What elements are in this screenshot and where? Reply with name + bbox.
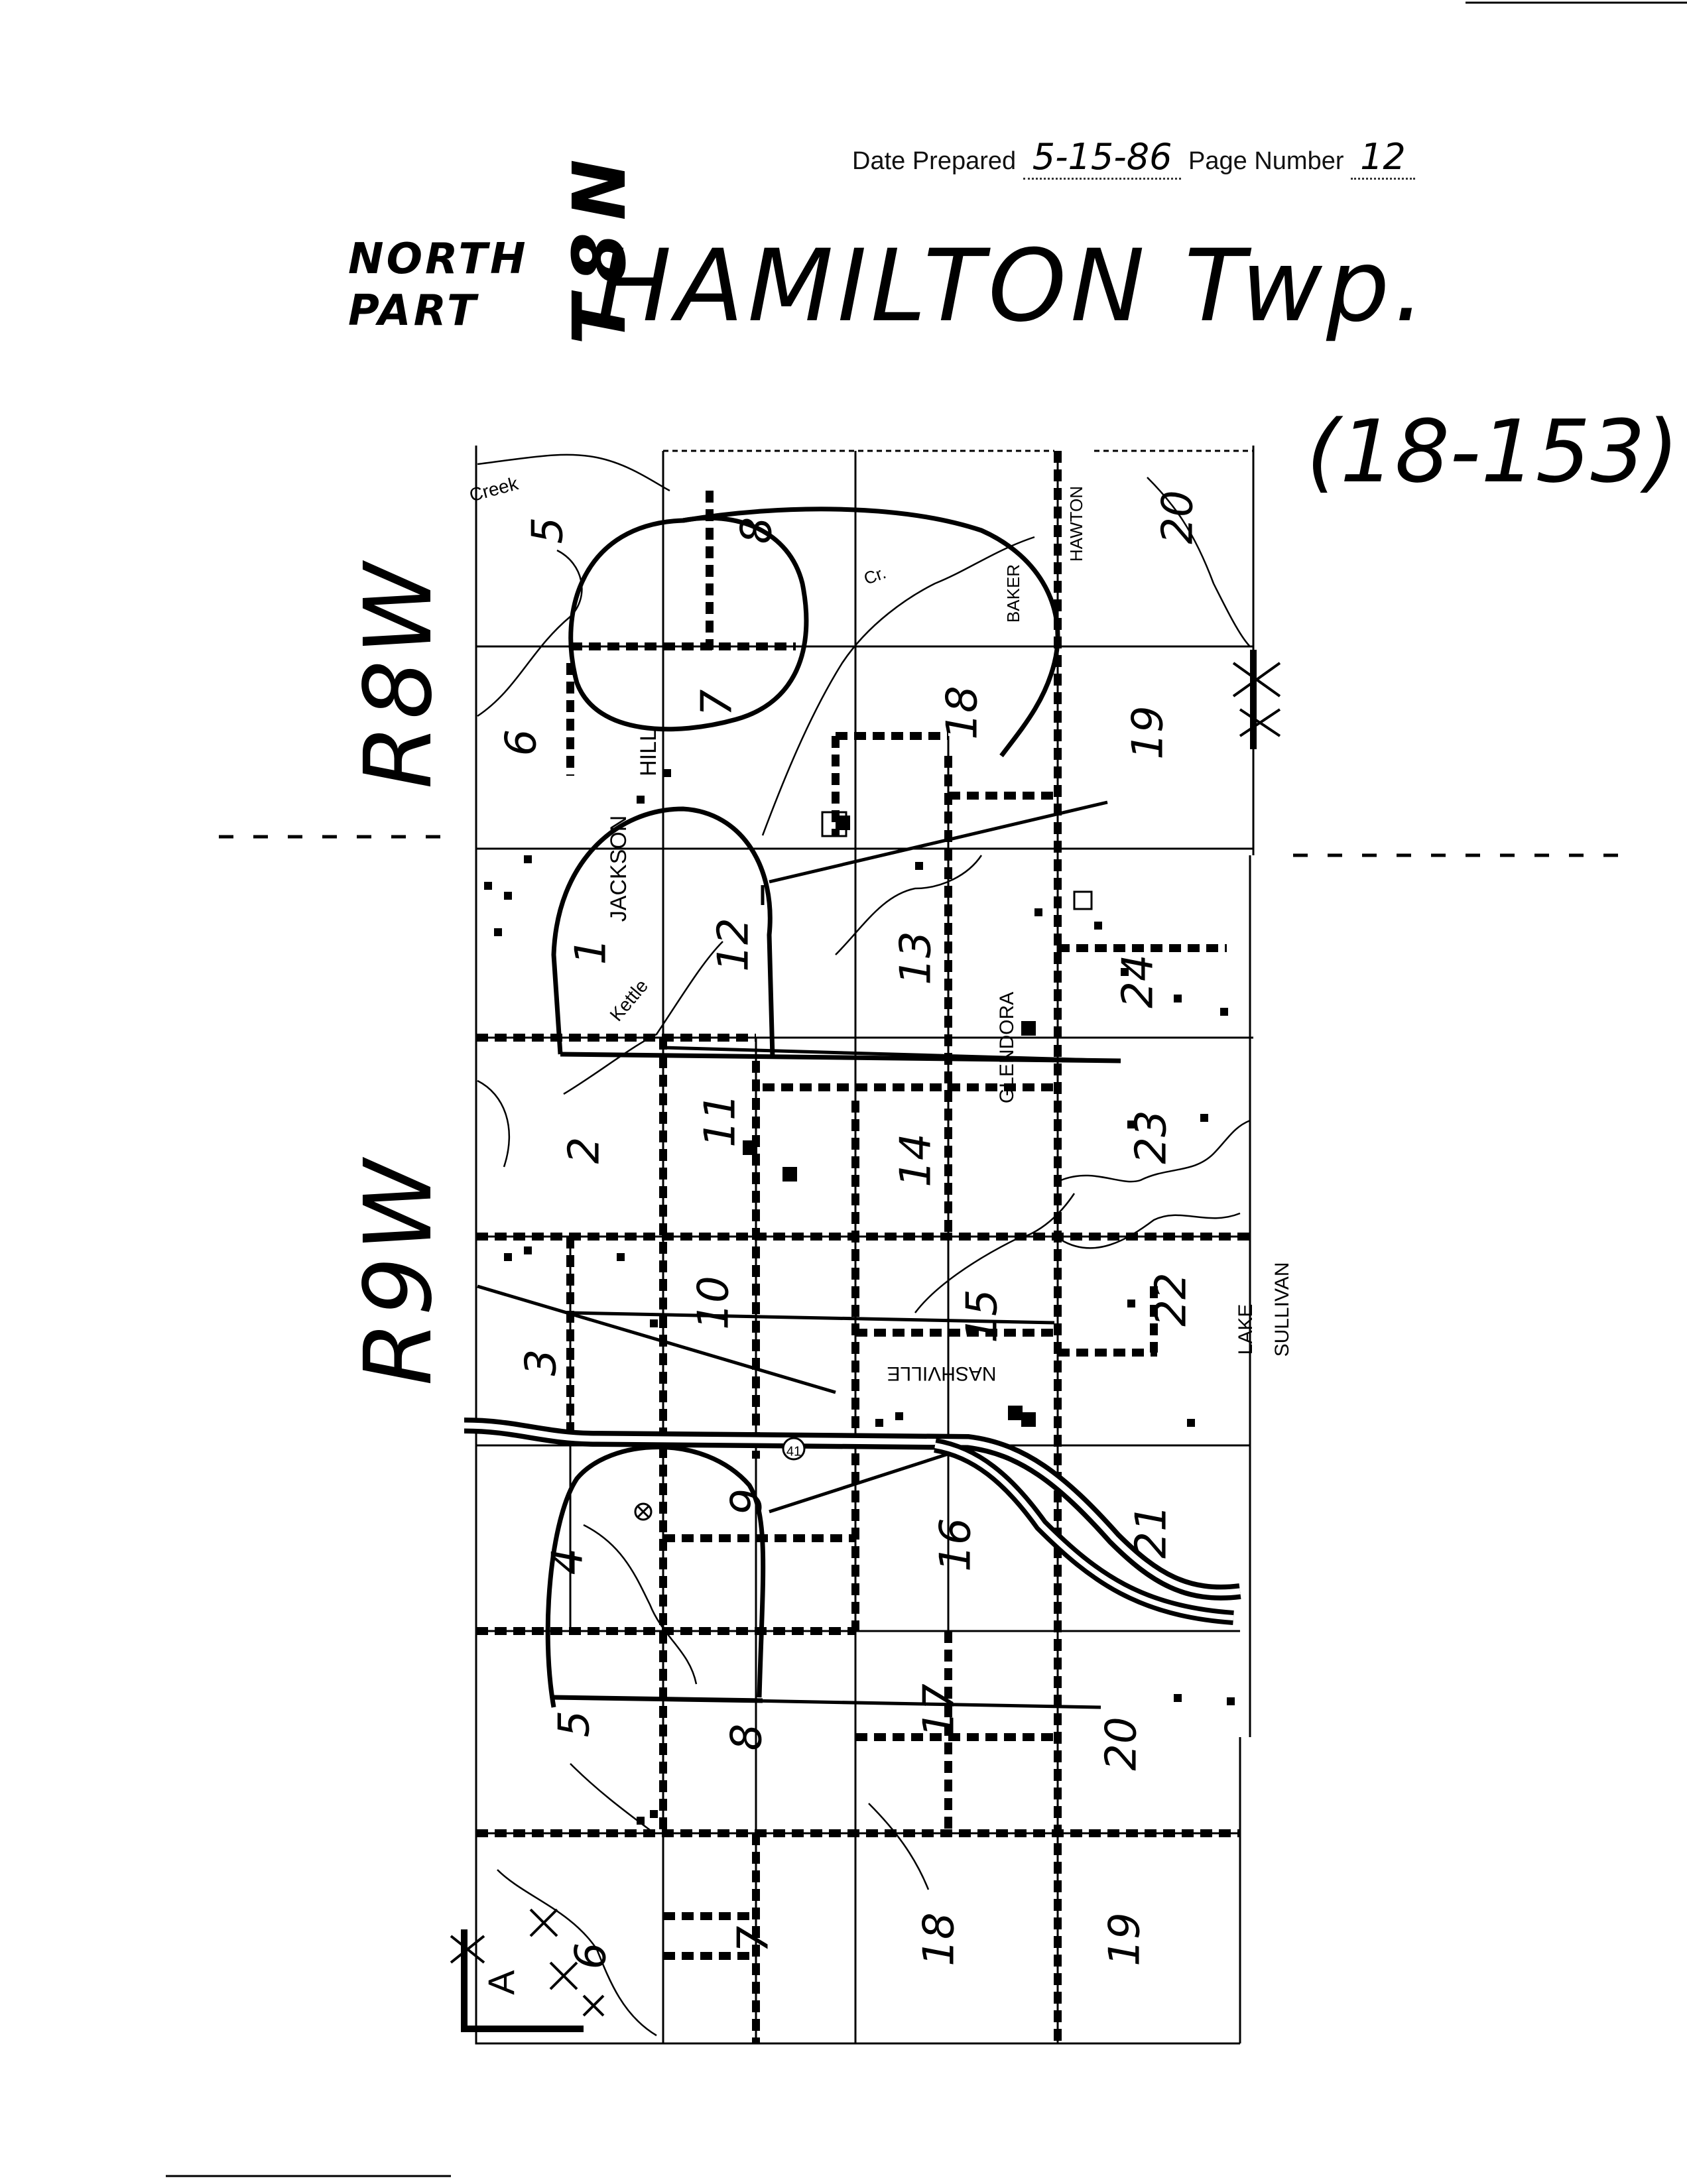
section-label-s6b: 6 xyxy=(567,1943,616,1970)
section-label-s11: 11 xyxy=(696,1093,745,1147)
part-label: PART xyxy=(348,286,479,335)
section-label-s20b: 20 xyxy=(1097,1717,1147,1770)
place-label-cr: Cr. xyxy=(861,562,889,589)
section-label-s16: 16 xyxy=(932,1518,981,1571)
place-label-glendora: GLENDORA xyxy=(996,992,1018,1103)
place-label-kettle: Kettle xyxy=(605,975,652,1025)
section-labels-lower: 3 10 15 22 9 4 16 21 5 8 17 20 7 18 19 6 xyxy=(517,1272,1196,1969)
section-label-s22: 22 xyxy=(1147,1272,1196,1326)
section-labels-upper: 5 8 20 6 7 18 19 1 12 13 24 2 11 14 23 xyxy=(497,490,1203,1187)
page-number-value: 12 xyxy=(1351,136,1415,180)
place-label-baker: BAKER xyxy=(1003,564,1023,623)
township-title: HAMILTON Twp. xyxy=(597,229,1430,344)
township-code: (18-153) xyxy=(1306,401,1679,502)
section-label-s24: 24 xyxy=(1114,954,1163,1008)
place-name-labels: JACKSON HILL GLENDORA HAWTON BAKER LAKE SULLIV… xyxy=(467,473,1293,1995)
section-label-s18a: 18 xyxy=(938,686,987,739)
date-prepared-label: Date Prepared xyxy=(852,147,1017,175)
section-label-s7b: 7 xyxy=(729,1925,779,1953)
section-label-s3: 3 xyxy=(517,1349,566,1376)
section-label-s6: 6 xyxy=(497,729,546,757)
section-label-s15: 15 xyxy=(958,1289,1007,1343)
section-label-s18b: 18 xyxy=(915,1912,964,1966)
section-label-s5a: 5 xyxy=(524,517,573,544)
section-label-s5b: 5 xyxy=(550,1711,599,1738)
section-label-s21: 21 xyxy=(1127,1504,1176,1558)
section-label-s19b: 19 xyxy=(1101,1912,1150,1966)
date-prepared-line: Date Prepared 5-15-86 Page Number 12 xyxy=(852,136,1415,180)
place-label-jackson: JACKSON xyxy=(606,816,631,922)
page-number-label: Page Number xyxy=(1188,147,1344,175)
place-label-section_a: A xyxy=(480,1970,522,1995)
section-label-s8a: 8 xyxy=(733,517,782,544)
section-label-s19a: 19 xyxy=(1124,705,1173,759)
section-label-s14: 14 xyxy=(892,1133,941,1187)
section-label-s13: 13 xyxy=(892,931,941,985)
section-label-s1: 1 xyxy=(567,938,616,965)
place-label-sullivan: SULLIVAN xyxy=(1271,1262,1293,1357)
place-label-lake: LAKE xyxy=(1235,1304,1257,1355)
north-part-note: NORTH PART xyxy=(348,233,529,337)
section-label-s9: 9 xyxy=(723,1488,772,1516)
section-label-s20a: 20 xyxy=(1154,490,1203,544)
place-label-nashville: NASHVILLE xyxy=(887,1363,996,1384)
north-label: NORTH xyxy=(348,235,529,284)
section-label-s23: 23 xyxy=(1127,1110,1176,1164)
place-label-route41: 41 xyxy=(786,1444,801,1459)
section-label-s10: 10 xyxy=(690,1276,739,1329)
place-label-hill: HILL xyxy=(636,729,661,776)
section-label-s2: 2 xyxy=(560,1137,609,1164)
section-label-s7: 7 xyxy=(693,689,742,716)
date-prepared-value: 5-15-86 xyxy=(1023,136,1182,180)
section-label-s4: 4 xyxy=(544,1548,593,1575)
section-label-s17: 17 xyxy=(915,1683,964,1738)
section-label-s8b: 8 xyxy=(723,1724,772,1751)
place-label-hawton: HAWTON xyxy=(1066,486,1086,562)
section-label-s12: 12 xyxy=(710,918,759,971)
